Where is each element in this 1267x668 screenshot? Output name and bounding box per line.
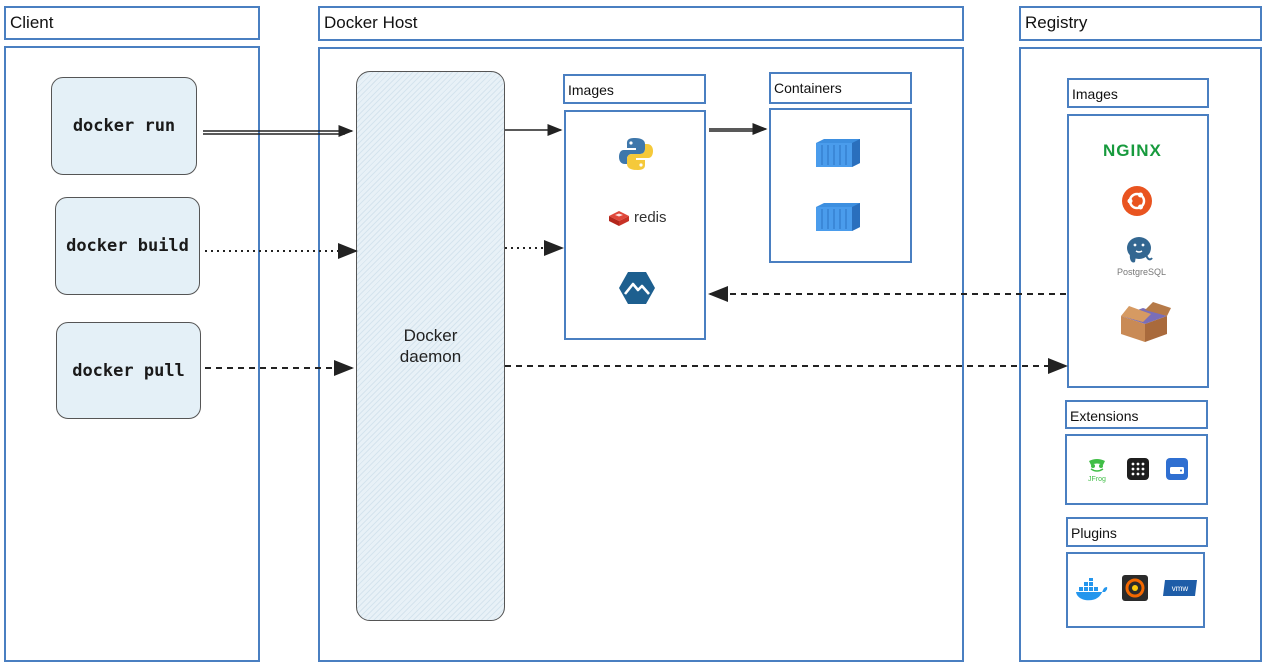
containers-header: Containers <box>769 72 912 104</box>
docker-daemon-label-line1: Docker <box>403 326 458 345</box>
docker-daemon-label-line2: daemon <box>399 347 462 366</box>
docker-pull-label: docker pull <box>72 360 185 381</box>
docker-build-command[interactable]: docker build <box>55 197 200 295</box>
container-icon <box>816 203 860 231</box>
drive-icon[interactable] <box>1166 458 1188 480</box>
extensions-header-label: Extensions <box>1070 408 1139 424</box>
registry-images-header: Images <box>1067 78 1209 108</box>
cardboard-box-icon <box>1121 302 1171 342</box>
plugins-header-label: Plugins <box>1071 525 1117 541</box>
grid-app-icon[interactable] <box>1127 458 1149 480</box>
python-icon <box>619 138 653 170</box>
registry-images-header-label: Images <box>1072 86 1118 102</box>
docker-host-header: Docker Host <box>318 6 964 41</box>
jfrog-label: JFrog <box>1088 476 1106 483</box>
extensions-header: Extensions <box>1065 400 1208 429</box>
postgresql-icon <box>1127 237 1153 263</box>
docker-build-label: docker build <box>66 236 189 256</box>
docker-daemon[interactable]: Docker daemon <box>356 71 505 621</box>
redis-label: redis <box>634 209 667 226</box>
docker-run-command[interactable]: docker run <box>51 77 197 175</box>
registry-header-label: Registry <box>1025 13 1088 32</box>
client-header-label: Client <box>10 13 54 32</box>
grafana-icon <box>1122 575 1148 601</box>
jfrog-icon: JFrog <box>1088 459 1106 483</box>
vmware-label: vmw <box>1172 584 1189 593</box>
host-images-header: Images <box>563 74 706 104</box>
postgresql-label: PostgreSQL <box>1117 267 1167 277</box>
nginx-icon: NGINX <box>1103 141 1162 160</box>
plugins-header: Plugins <box>1066 517 1208 547</box>
vmware-icon: vmw <box>1163 580 1197 596</box>
docker-host-header-label: Docker Host <box>324 13 418 32</box>
redis-icon <box>609 211 629 226</box>
docker-run-label: docker run <box>72 116 176 136</box>
containers-header-label: Containers <box>774 80 842 96</box>
client-header: Client <box>4 6 260 40</box>
ubuntu-icon <box>1122 186 1152 216</box>
container-icon <box>816 139 860 167</box>
alpine-icon <box>619 272 655 304</box>
host-images-header-label: Images <box>568 82 614 98</box>
containers-panel <box>769 108 912 263</box>
registry-header: Registry <box>1019 6 1262 41</box>
docker-whale-icon <box>1076 578 1108 601</box>
docker-pull-command[interactable]: docker pull <box>56 322 201 419</box>
